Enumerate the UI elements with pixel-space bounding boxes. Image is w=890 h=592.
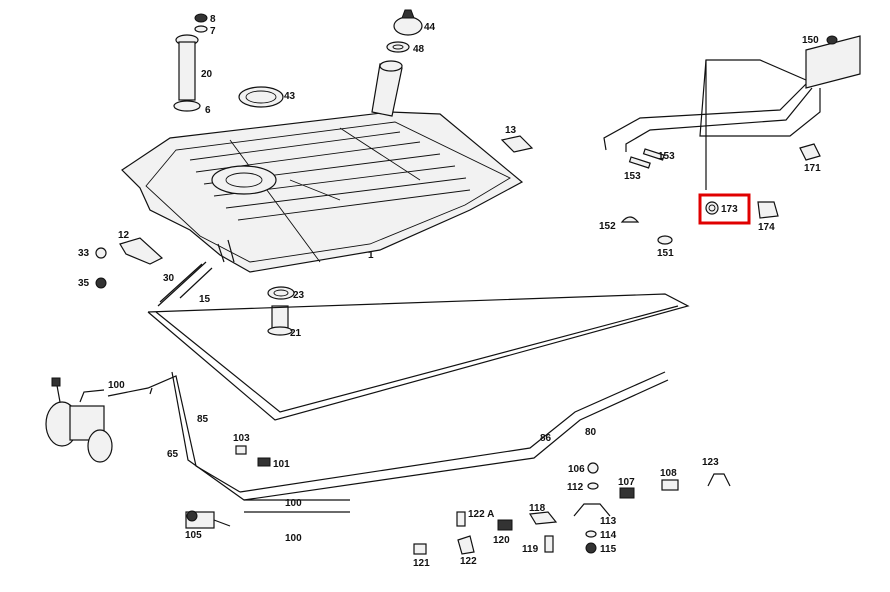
fuel-pump[interactable]: [45, 377, 113, 463]
label-33: 33: [78, 248, 90, 259]
clip-108[interactable]: [661, 479, 679, 491]
label-114: 114: [600, 530, 617, 541]
label-103: 103: [233, 433, 250, 444]
label-121: 121: [413, 558, 430, 569]
label-65: 65: [167, 449, 179, 460]
label-112: 112: [567, 482, 584, 493]
fuel-sender-unit[interactable]: [173, 13, 208, 112]
label-119: 119: [522, 544, 539, 555]
label-1: 1: [368, 250, 374, 261]
tank-gasket[interactable]: [238, 86, 284, 108]
label-85: 85: [197, 414, 209, 425]
label-30: 30: [163, 273, 175, 284]
label-150: 150: [802, 35, 819, 46]
washer-151[interactable]: [657, 235, 673, 245]
clip-120[interactable]: [497, 519, 513, 531]
clip-107[interactable]: [619, 487, 635, 499]
screw-122a[interactable]: [456, 511, 466, 527]
cap-152[interactable]: [620, 216, 640, 223]
vent-lines[interactable]: [603, 59, 821, 190]
label-23: 23: [293, 290, 305, 301]
clamp-113[interactable]: [573, 503, 611, 517]
clip-121[interactable]: [413, 543, 427, 555]
label-21: 21: [290, 328, 302, 339]
label-20: 20: [201, 69, 213, 80]
label-15: 15: [199, 294, 211, 305]
screw-119[interactable]: [544, 535, 554, 553]
label-152: 152: [599, 221, 616, 232]
clamp-123[interactable]: [707, 473, 731, 487]
label-43: 43: [284, 91, 296, 102]
label-174: 174: [758, 222, 775, 233]
clip-174[interactable]: [757, 201, 779, 219]
hose-153[interactable]: [628, 148, 665, 169]
label-86: 86: [540, 433, 552, 444]
label-123: 123: [702, 457, 719, 468]
clip-103[interactable]: [235, 445, 247, 455]
label-151: 151: [657, 248, 674, 259]
expansion-tank-150[interactable]: [805, 35, 861, 89]
label-120: 120: [493, 535, 510, 546]
label-100-top: 100: [108, 380, 125, 391]
label-100-bottom: 100: [285, 533, 302, 544]
label-171: 171: [804, 163, 821, 174]
label-115: 115: [600, 544, 617, 555]
label-122: 122: [460, 556, 477, 567]
label-105: 105: [185, 530, 202, 541]
label-35: 35: [78, 278, 90, 289]
fuel-line-loop[interactable]: [147, 293, 690, 501]
part-labels: 8 7 20 6 44 48 43 13 1 12 33 35 30 15 23…: [78, 14, 821, 569]
hose-30-15[interactable]: [157, 261, 213, 307]
label-7: 7: [210, 26, 216, 37]
label-108: 108: [660, 468, 677, 479]
bolt-106[interactable]: [587, 462, 599, 474]
label-80: 80: [585, 427, 597, 438]
bracket-118[interactable]: [529, 511, 558, 525]
label-100-mid: 100: [285, 498, 302, 509]
strainer-21-23[interactable]: [267, 286, 295, 336]
label-107: 107: [618, 477, 635, 488]
nut-115[interactable]: [585, 542, 597, 554]
clip-171[interactable]: [799, 143, 821, 161]
fuel-filter-105[interactable]: [185, 510, 231, 529]
label-12: 12: [118, 230, 130, 241]
filler-cap[interactable]: [386, 9, 423, 53]
label-44: 44: [424, 22, 436, 33]
label-153-b: 153: [624, 171, 641, 182]
clamp-101[interactable]: [257, 457, 271, 467]
label-106: 106: [568, 464, 585, 475]
label-118: 118: [529, 503, 546, 514]
label-101: 101: [273, 459, 290, 470]
label-6: 6: [205, 105, 211, 116]
grommet-173[interactable]: [705, 201, 719, 215]
label-113: 113: [600, 516, 617, 527]
bracket-122[interactable]: [457, 535, 475, 555]
fuel-tank[interactable]: [121, 60, 524, 273]
nut-33[interactable]: [95, 247, 107, 259]
nut-35[interactable]: [95, 277, 107, 289]
label-8: 8: [210, 14, 216, 25]
label-13: 13: [505, 125, 517, 136]
heat-shield-12[interactable]: [119, 237, 164, 265]
label-48: 48: [413, 44, 425, 55]
washer-112[interactable]: [587, 482, 599, 490]
fuel-lines-100-85-65[interactable]: [107, 371, 350, 513]
label-153-a: 153: [658, 151, 675, 162]
label-122a: 122 A: [468, 509, 494, 520]
label-173: 173: [721, 204, 738, 215]
washer-114[interactable]: [585, 530, 597, 538]
highlight-box-173: [698, 193, 751, 225]
bracket-13[interactable]: [500, 135, 534, 153]
